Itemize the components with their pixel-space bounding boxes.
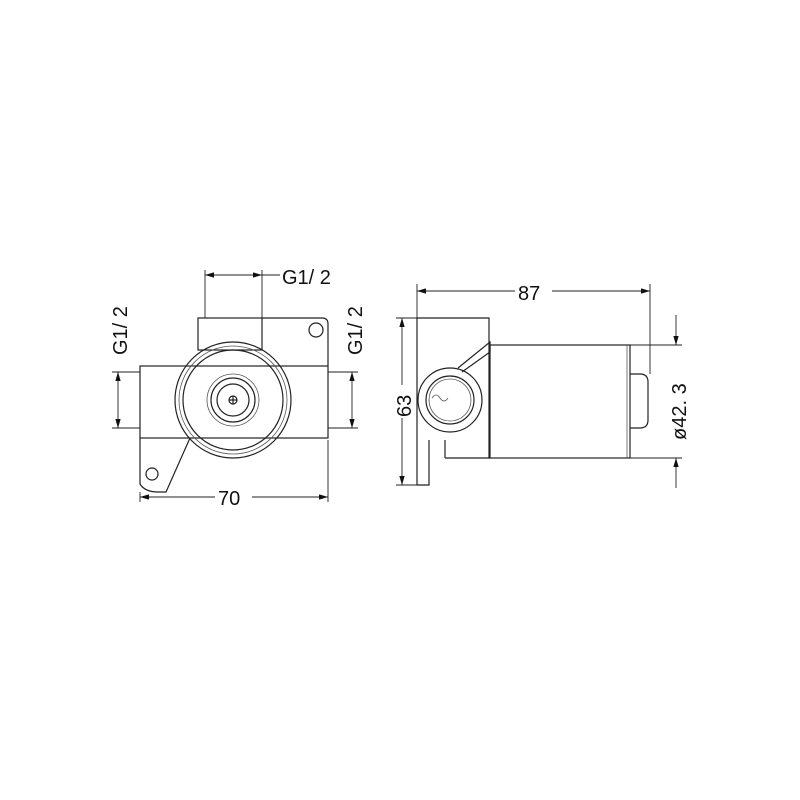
end-cap	[630, 373, 649, 429]
thread-symbol-icon	[431, 394, 449, 402]
height-dimension: 63	[394, 395, 416, 417]
mounting-hole-icon	[308, 322, 324, 338]
width-dimension: 70	[218, 488, 240, 510]
mounting-plate	[416, 317, 490, 485]
diameter-dimension: ø42. 3	[669, 383, 691, 440]
side-view: 87 63 ø42. 3	[394, 283, 691, 488]
mounting-bracket-left	[139, 437, 191, 493]
cartridge-body	[489, 344, 631, 459]
front-view: G1/ 2 G1/ 2 G1/ 2 70	[110, 267, 367, 510]
right-port-label: G1/ 2	[345, 306, 367, 355]
port-ring	[417, 367, 483, 433]
depth-dimension: 87	[518, 283, 540, 305]
outer-ring	[174, 341, 292, 459]
top-port-label: G1/ 2	[282, 267, 331, 289]
mounting-bracket-right	[262, 317, 329, 366]
left-port-label: G1/ 2	[110, 306, 132, 355]
center-cross-icon	[228, 395, 238, 405]
valve-body	[139, 365, 329, 439]
